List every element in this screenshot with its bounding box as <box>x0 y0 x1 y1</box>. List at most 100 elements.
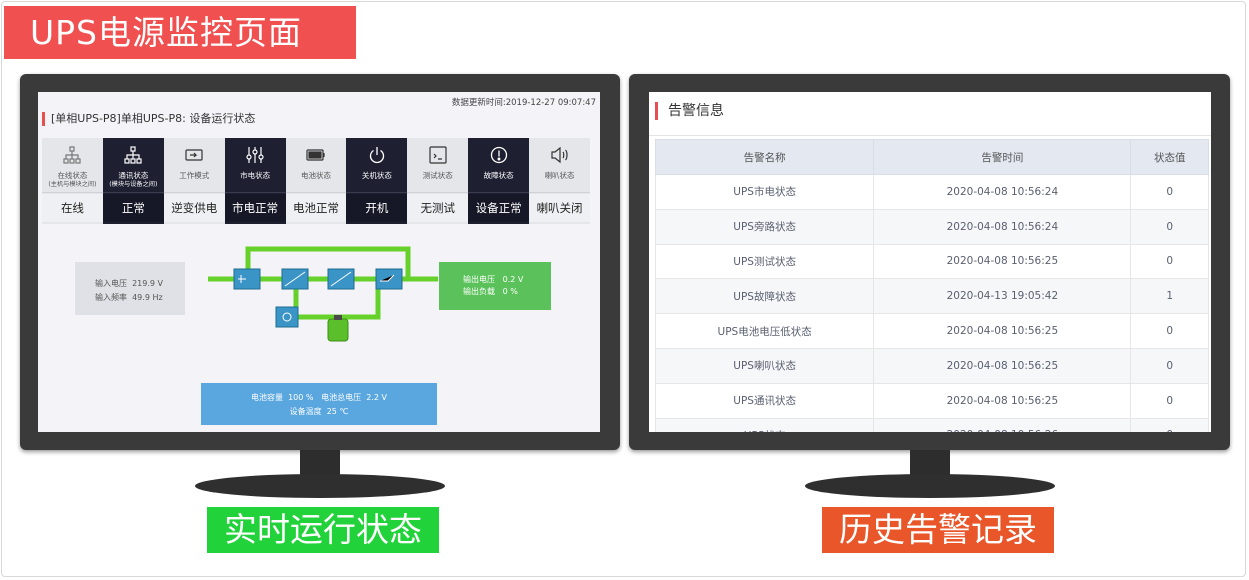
status-sub: (模块与设备之间) <box>109 181 158 188</box>
output-info-box: 输出电压 0.2 V 输出负载 0 % <box>439 262 551 310</box>
alarm-time: 2020-04-13 19:05:42 <box>873 278 1132 315</box>
status-value: 设备正常 <box>468 194 530 222</box>
status-value: 喇叭关闭 <box>529 194 591 222</box>
battery-pack-icon <box>327 315 349 342</box>
alarm-value: 0 <box>1130 417 1209 432</box>
battery-info-box: 电池容量 100 % 电池总电压 2.2 V 设备温度 25 ℃ <box>201 383 437 425</box>
status-tile-test[interactable]: 测试状态 无测试 <box>407 138 469 224</box>
status-name: 故障状态 <box>483 171 514 180</box>
table-row[interactable]: UPS旁路状态 2020-04-08 10:56:24 0 <box>654 208 1209 245</box>
realtime-status-screen: 数据更新时间:2019-12-27 09:07:47 [单相UPS-P8]单相U… <box>38 92 600 432</box>
table-row[interactable]: UPS市电状态 2020-04-08 10:56:24 0 <box>654 174 1209 210</box>
left-monitor-neck <box>300 450 340 476</box>
right-monitor-base <box>805 474 1055 498</box>
inverter-module <box>281 268 309 290</box>
alarm-value: 0 <box>1130 243 1209 280</box>
status-tile-battery[interactable]: 电池状态 电池正常 <box>285 138 347 224</box>
status-name: 市电状态 <box>240 171 271 180</box>
right-monitor: 告警信息 告警名称 告警时间 状态值 UPS市电状态 2020-04-08 10… <box>629 74 1230 450</box>
status-value: 逆变供电 <box>163 194 225 222</box>
status-tile-shutdown[interactable]: 关机状态 开机 <box>346 138 408 224</box>
table-row[interactable]: UPS电池电压低状态 2020-04-08 10:56:25 0 <box>654 313 1209 349</box>
col-alarm-time[interactable]: 告警时间 <box>873 139 1132 175</box>
status-name: 测试状态 <box>422 171 453 180</box>
speaker-icon <box>529 144 590 166</box>
status-name: 通讯状态 <box>118 171 149 180</box>
table-row[interactable]: UPS测试状态 2020-04-08 10:56:25 0 <box>654 243 1209 280</box>
alarm-value: 0 <box>1130 313 1209 349</box>
alarm-name: UPS通讯状态 <box>654 382 875 419</box>
alarm-name: UPS故障状态 <box>654 278 875 315</box>
terminal-icon <box>407 144 468 166</box>
alarm-time: 2020-04-08 10:56:26 <box>873 417 1132 432</box>
update-time: 数据更新时间:2019-12-27 09:07:47 <box>451 98 596 108</box>
left-monitor-base <box>195 474 445 498</box>
alarm-name: UPS市电状态 <box>654 174 875 210</box>
table-row[interactable]: UPS通讯状态 2020-04-08 10:56:25 0 <box>654 382 1209 419</box>
alarm-value: 1 <box>1130 278 1209 315</box>
status-value: 无测试 <box>407 194 469 222</box>
alarm-value: 0 <box>1130 208 1209 245</box>
status-grid: 在线状态 (主机与模块之间) 在线 通讯状态 (模块与设备之间) 正常 工作模式 <box>42 138 591 224</box>
network-tree-icon <box>42 144 103 166</box>
alarm-name: UPS测试状态 <box>654 243 875 280</box>
alarm-time: 2020-04-08 10:56:24 <box>873 174 1132 210</box>
network-tree-icon <box>103 144 164 166</box>
alarm-name: UPS旁路状态 <box>654 208 875 245</box>
alarm-time: 2020-04-08 10:56:24 <box>873 208 1132 245</box>
status-tile-work-mode[interactable]: 工作模式 逆变供电 <box>163 138 225 224</box>
alarm-name: UPS喇叭状态 <box>654 347 875 384</box>
inverter-icon <box>164 144 225 166</box>
input-info-box: 输入电压 219.9 V 输入频率 49.9 Hz <box>75 262 185 315</box>
alarm-time: 2020-04-08 10:56:25 <box>873 313 1132 349</box>
bypass-module <box>327 268 355 290</box>
table-row[interactable]: UPS状态 2020-04-08 10:56:26 0 <box>654 417 1209 432</box>
status-tile-speaker[interactable]: 喇叭状态 喇叭关闭 <box>529 138 591 224</box>
status-value: 正常 <box>102 194 164 222</box>
battery-icon <box>286 144 347 166</box>
status-value: 开机 <box>346 194 408 222</box>
alarm-time: 2020-04-08 10:56:25 <box>873 347 1132 384</box>
status-name: 电池状态 <box>301 171 331 180</box>
status-tile-online[interactable]: 在线状态 (主机与模块之间) 在线 <box>42 138 103 224</box>
alarm-time: 2020-04-08 10:56:25 <box>873 382 1132 419</box>
page-title: UPS电源监控页面 <box>4 6 356 59</box>
status-tile-comm[interactable]: 通讯状态 (模块与设备之间) 正常 <box>102 138 164 224</box>
alarm-time: 2020-04-08 10:56:25 <box>873 243 1132 280</box>
alarm-value: 0 <box>1130 382 1209 419</box>
status-name: 关机状态 <box>361 171 392 180</box>
table-row[interactable]: UPS故障状态 2020-04-13 19:05:42 1 <box>654 278 1209 315</box>
status-name: 工作模式 <box>179 171 210 180</box>
power-icon <box>346 144 407 166</box>
status-sub: (主机与模块之间) <box>48 181 97 188</box>
status-value: 电池正常 <box>285 194 347 222</box>
alarm-value: 0 <box>1130 174 1209 210</box>
static-switch-module <box>375 268 403 290</box>
alarm-value: 0 <box>1130 347 1209 384</box>
status-value: 市电正常 <box>224 194 286 222</box>
table-row[interactable]: UPS喇叭状态 2020-04-08 10:56:25 0 <box>654 347 1209 384</box>
status-value: 在线 <box>42 194 103 222</box>
right-monitor-neck <box>910 450 950 476</box>
status-name: 喇叭状态 <box>544 171 575 180</box>
alarm-history-screen: 告警信息 告警名称 告警时间 状态值 UPS市电状态 2020-04-08 10… <box>649 92 1211 432</box>
table-header-row: 告警名称 告警时间 状态值 <box>654 139 1209 175</box>
device-status-header: [单相UPS-P8]单相UPS-P8: 设备运行状态 <box>42 112 255 126</box>
status-tile-mains[interactable]: 市电状态 市电正常 <box>224 138 286 224</box>
alert-circle-icon <box>468 144 529 166</box>
status-name: 在线状态 <box>57 171 88 180</box>
alarm-table: 告警名称 告警时间 状态值 UPS市电状态 2020-04-08 10:56:2… <box>654 139 1209 432</box>
sliders-icon <box>225 144 286 166</box>
alarm-name: UPS电池电压低状态 <box>654 313 875 349</box>
status-tile-fault[interactable]: 故障状态 设备正常 <box>468 138 530 224</box>
col-alarm-name[interactable]: 告警名称 <box>654 139 875 175</box>
alarm-name: UPS状态 <box>654 417 875 432</box>
col-status-value[interactable]: 状态值 <box>1130 139 1209 175</box>
charger-module <box>275 306 299 328</box>
ups-flow-diagram <box>208 246 438 342</box>
alarm-history-caption: 历史告警记录 <box>822 507 1054 553</box>
left-monitor: 数据更新时间:2019-12-27 09:07:47 [单相UPS-P8]单相U… <box>20 74 620 450</box>
alarm-info-header: 告警信息 <box>655 102 724 120</box>
rectifier-module <box>233 268 261 290</box>
